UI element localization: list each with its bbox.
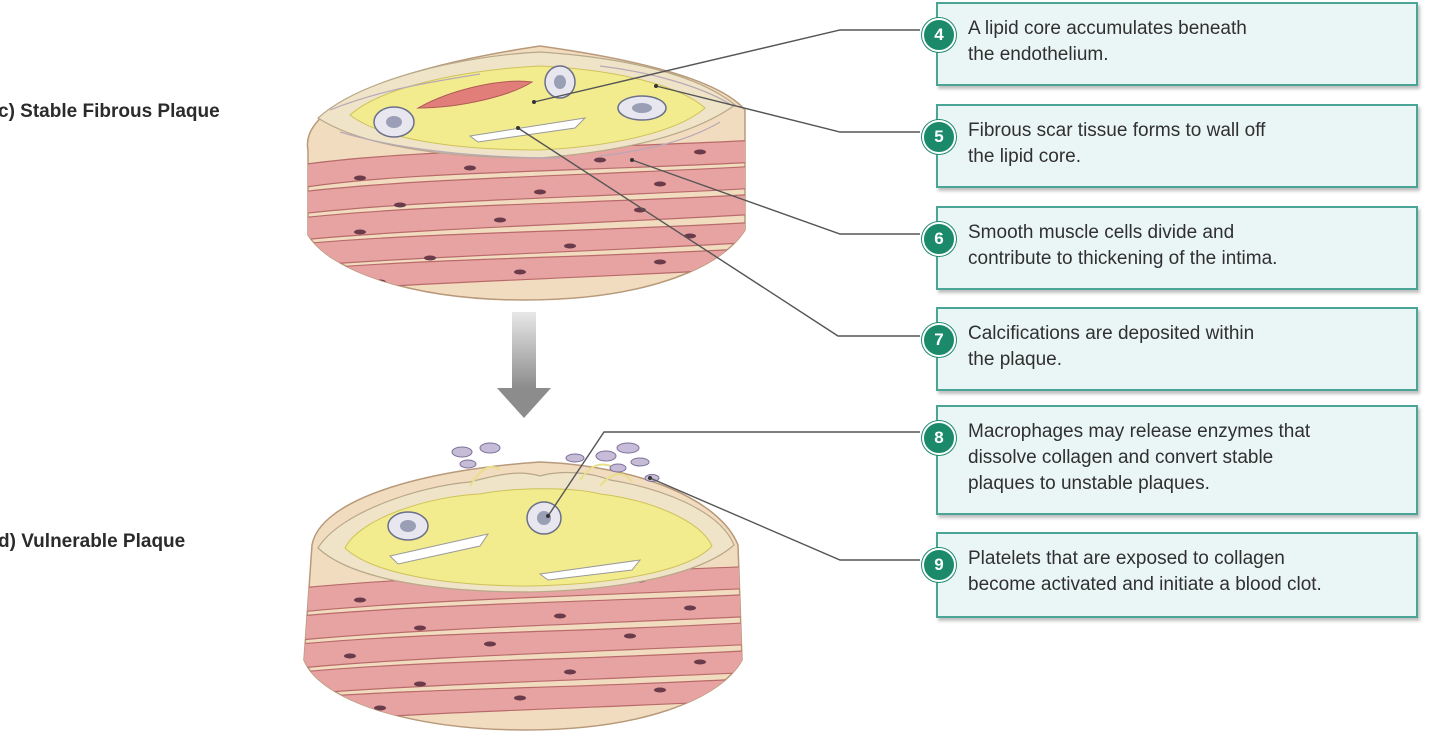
step-number-badge: 7 xyxy=(922,323,956,357)
step-number-badge: 5 xyxy=(922,120,956,154)
callout-text-line: the lipid core. xyxy=(968,146,1082,167)
callout-text-line: Calcifications are deposited within xyxy=(968,323,1255,344)
callout-step-8: 8 Macrophages may release enzymes that d… xyxy=(922,405,1418,515)
vulnerable-calcifications xyxy=(389,533,642,581)
step-number-badge: 6 xyxy=(922,222,956,256)
leader-lines xyxy=(517,29,920,561)
stable-lipid-core xyxy=(349,65,706,151)
stable-plaque-label: c) Stable Fibrous Plaque xyxy=(0,101,220,122)
stable-fibers xyxy=(329,65,731,159)
callout-text-line: A lipid core accumulates beneath xyxy=(968,18,1247,39)
callout-text-line: dissolve collagen and convert stable xyxy=(968,447,1274,468)
step-number-badge: 9 xyxy=(922,548,956,582)
progression-arrow xyxy=(497,312,551,418)
stable-smooth-muscle-layer xyxy=(307,139,745,293)
callout-step-5: 5 Fibrous scar tissue forms to wall off … xyxy=(922,104,1418,188)
vulnerable-plaque-illustration xyxy=(303,442,743,731)
callout-text-line: the plaque. xyxy=(968,349,1063,370)
callout-step-4: 4 A lipid core accumulates beneath the e… xyxy=(922,2,1418,86)
step-number-badge: 8 xyxy=(922,421,956,455)
callout-text-line: Macrophages may release enzymes that xyxy=(968,421,1311,442)
callout-text-line: plaques to unstable plaques. xyxy=(968,473,1210,494)
callout-step-6: 6 Smooth muscle cells divide and contrib… xyxy=(922,206,1418,290)
callout-text-line: contribute to thickening of the intima. xyxy=(968,248,1278,269)
stable-muscle-nuclei xyxy=(354,149,706,285)
vulnerable-lipid-core xyxy=(344,488,713,587)
stable-smooth-muscle-cell xyxy=(416,80,534,109)
callout-text-line: become activated and initiate a blood cl… xyxy=(968,574,1322,595)
vulnerable-plaque-label: d) Vulnerable Plaque xyxy=(0,531,186,552)
platelets xyxy=(451,442,660,482)
callout-step-7: 7 Calcifications are deposited within th… xyxy=(922,307,1418,391)
callout-text-line: Fibrous scar tissue forms to wall off xyxy=(968,120,1266,141)
callout-step-9: 9 Platelets that are exposed to collagen… xyxy=(922,532,1418,618)
callout-text-line: Platelets that are exposed to collagen xyxy=(968,548,1285,569)
stable-plaque-illustration xyxy=(306,45,746,301)
callout-text-line: Smooth muscle cells divide and xyxy=(968,222,1235,243)
callout-text-line: the endothelium. xyxy=(968,44,1109,65)
step-number-badge: 4 xyxy=(922,18,956,52)
stable-calcification xyxy=(468,117,587,143)
